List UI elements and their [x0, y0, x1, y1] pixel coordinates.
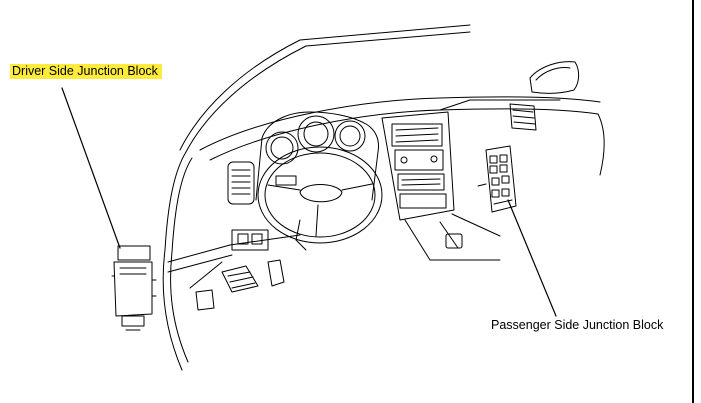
side-mirror	[529, 61, 580, 94]
center-console	[381, 111, 455, 221]
driver-junction-label: Driver Side Junction Block	[10, 64, 162, 79]
instrument-cluster	[255, 111, 379, 201]
driver-leader-line	[61, 87, 121, 249]
driver-junction-block	[111, 245, 157, 331]
left-air-vent	[227, 161, 255, 205]
pedals	[189, 259, 285, 311]
lower-dash	[167, 229, 301, 273]
passenger-junction-label: Passenger Side Junction Block	[491, 318, 664, 332]
steering-wheel	[257, 146, 383, 251]
right-air-vent	[509, 103, 537, 131]
passenger-junction-block	[477, 145, 517, 213]
a-pillar	[162, 24, 471, 371]
page-border	[692, 0, 694, 403]
shifter-tunnel	[404, 213, 501, 261]
dashboard-top	[199, 96, 605, 176]
passenger-leader-line	[507, 199, 557, 317]
